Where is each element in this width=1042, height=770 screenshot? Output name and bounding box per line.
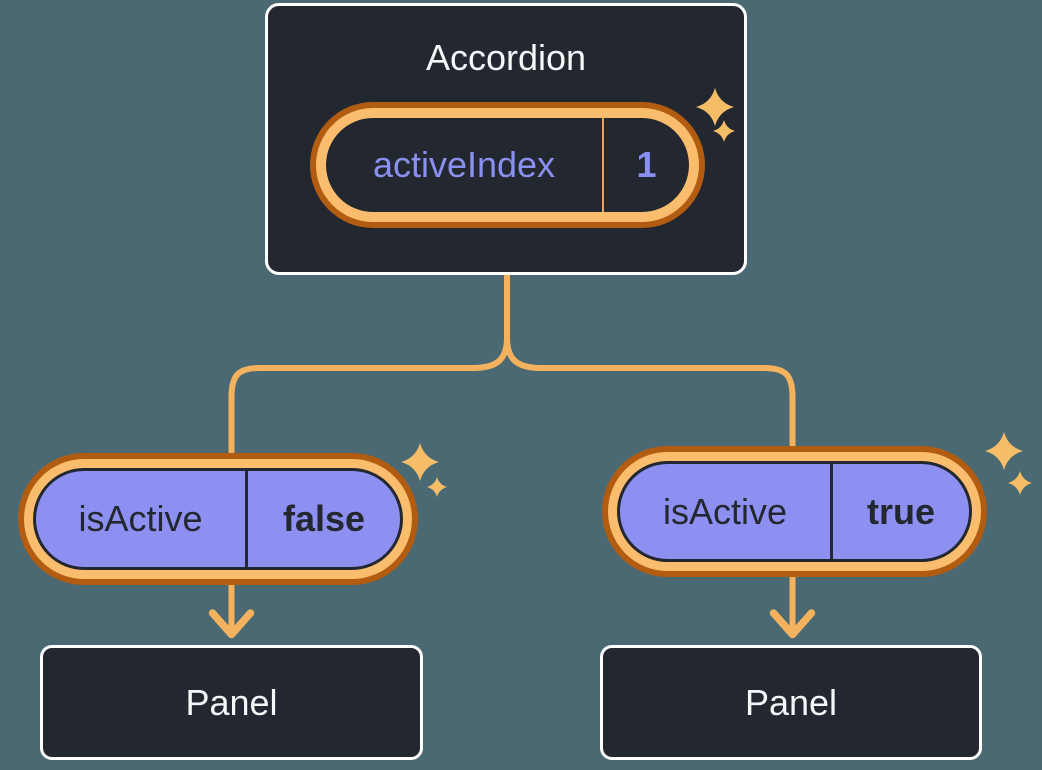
arrowhead-down-icon	[769, 609, 816, 639]
prop-pill-label-cell: isActive	[36, 471, 245, 567]
prop-pill-body: isActive false	[33, 468, 403, 570]
state-pill-label: activeIndex	[372, 144, 556, 185]
arrowhead-down-icon	[208, 609, 255, 639]
panel-node-right: Panel	[600, 645, 982, 760]
panel-title: Panel	[185, 681, 278, 723]
sparkle-icon	[401, 443, 439, 481]
state-pill-value: 1	[636, 144, 657, 185]
accordion-title: Accordion	[425, 37, 587, 78]
state-pill-label-cell: activeIndex	[326, 118, 602, 212]
accordion-component-node: Accordion activeIndex 1	[265, 3, 747, 275]
panel-node-left: Panel	[40, 645, 423, 760]
prop-pill-label-cell: isActive	[620, 464, 830, 559]
state-pill-ring: activeIndex 1	[316, 108, 699, 222]
sparkle-icon	[427, 477, 447, 497]
prop-pill-ring: isActive true	[608, 452, 981, 571]
prop-pill-value-cell: true	[833, 464, 969, 559]
sparkle-icon	[985, 432, 1023, 470]
state-pill-body: activeIndex 1	[326, 118, 689, 212]
prop-pill-label: isActive	[662, 490, 788, 532]
active-index-state-pill: activeIndex 1	[310, 102, 705, 228]
pill-divider	[602, 118, 604, 212]
prop-pill-value: true	[866, 490, 935, 532]
sparkle-icon	[1008, 471, 1032, 495]
prop-pill-body: isActive true	[617, 461, 972, 562]
state-pill-value-cell: 1	[604, 118, 689, 212]
pill-divider	[830, 464, 833, 559]
prop-pill-label: isActive	[78, 498, 203, 539]
prop-pill-value: false	[282, 498, 366, 539]
prop-pill-value-cell: false	[248, 471, 400, 567]
panel-title: Panel	[744, 681, 838, 723]
prop-pill-ring: isActive false	[24, 459, 412, 579]
is-active-prop-pill-left: isActive false	[18, 453, 418, 585]
is-active-prop-pill-right: isActive true	[602, 446, 987, 577]
